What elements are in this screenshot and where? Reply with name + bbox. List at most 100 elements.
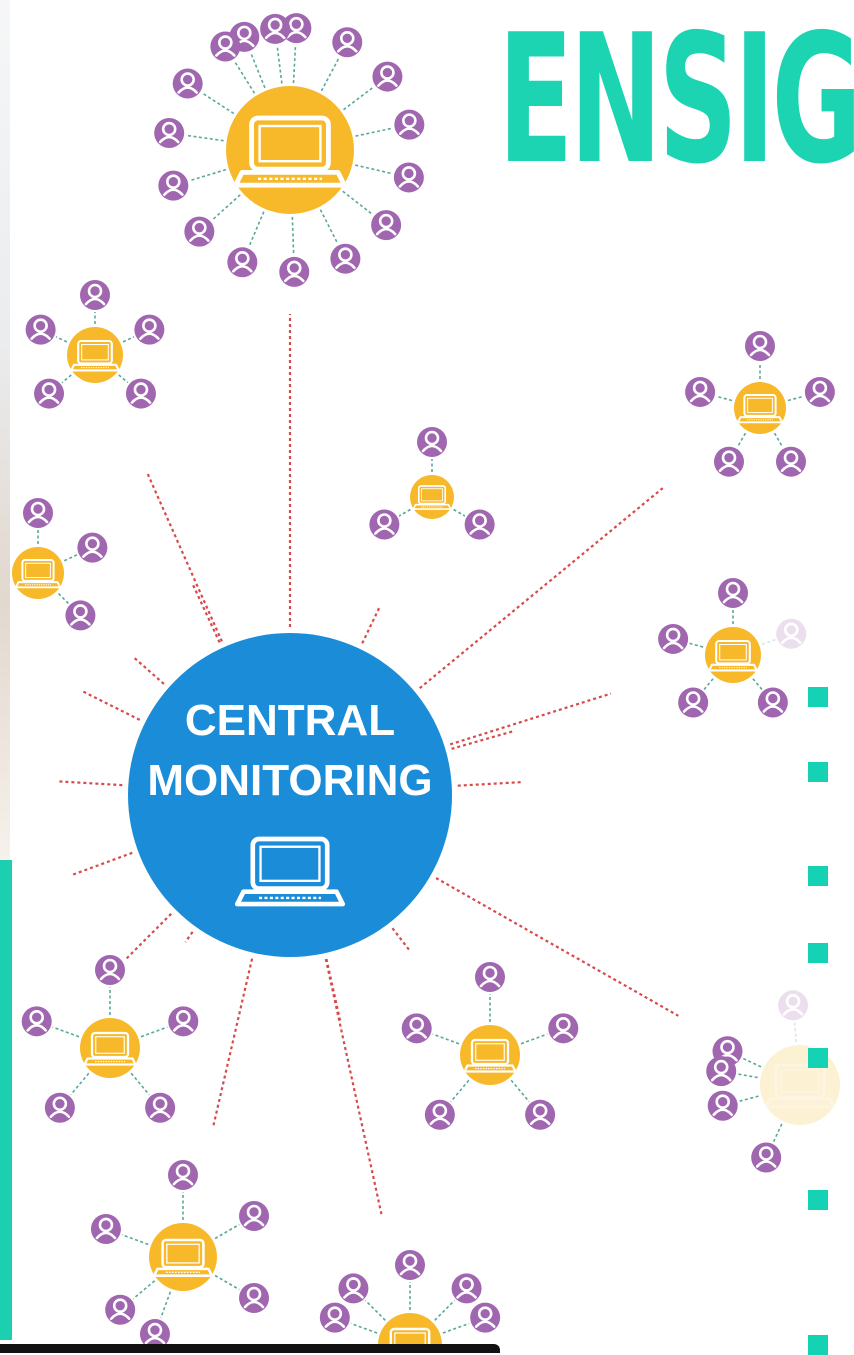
spoke-line [773, 432, 784, 448]
user-icon [774, 617, 808, 651]
link-line [212, 958, 254, 1127]
user-icon [393, 108, 426, 141]
user-icon [209, 30, 242, 63]
user-icon [776, 989, 810, 1022]
link-line [58, 780, 123, 787]
spoke-line [434, 1299, 456, 1321]
user-icon [368, 508, 401, 541]
user-icon [450, 1272, 483, 1305]
user-icon [400, 1012, 434, 1045]
spoke-line [276, 45, 283, 84]
user-icon [774, 445, 808, 478]
spoke-line [355, 164, 393, 175]
spoke-line [63, 554, 78, 562]
user-icon [523, 1098, 557, 1132]
spoke-line [132, 1280, 156, 1300]
spoke-line [742, 1057, 762, 1068]
user-icon [676, 686, 710, 719]
node-clusters [12, 11, 840, 1353]
user-icon [166, 1005, 200, 1038]
user-icon [103, 1293, 137, 1327]
user-icon [89, 1212, 123, 1246]
monitoring-links [58, 314, 679, 1217]
spoke-line [716, 395, 733, 402]
user-icon [21, 496, 55, 530]
user-icon [318, 1301, 352, 1334]
computer-node [12, 547, 64, 599]
user-icon [392, 161, 426, 194]
user-icon [415, 425, 449, 459]
spoke-line [689, 642, 704, 648]
spoke-line [738, 1095, 759, 1103]
computer-node [149, 1223, 217, 1291]
link-line [449, 692, 612, 746]
user-icon [704, 1054, 738, 1088]
spoke-line [249, 52, 266, 89]
spoke-line [432, 1033, 460, 1045]
spoke-line [130, 1072, 150, 1096]
spoke-line [350, 1322, 378, 1334]
cluster [318, 1248, 502, 1353]
user-icon [226, 246, 259, 279]
spoke-line [160, 1291, 172, 1319]
computer-node [705, 627, 761, 683]
user-icon [337, 1272, 370, 1305]
spoke-line [450, 1079, 470, 1103]
link-line [451, 730, 514, 750]
bottom-dark-bar [0, 1344, 500, 1353]
user-icon [423, 1098, 457, 1132]
cluster [683, 329, 837, 478]
computer-node [226, 86, 354, 214]
spoke-line [122, 336, 135, 343]
spoke-line [520, 1033, 548, 1045]
spoke-line [787, 395, 804, 402]
left-background-edge [0, 0, 10, 860]
user-icon [743, 329, 777, 363]
spoke-line [211, 194, 241, 221]
spoke-line [52, 1026, 80, 1038]
user-icon [473, 960, 507, 994]
spoke-line [793, 1022, 798, 1043]
spoke-line [736, 432, 747, 448]
cluster [24, 278, 166, 410]
link-line [125, 913, 172, 960]
user-icon [393, 1248, 427, 1282]
user-icon [749, 1141, 783, 1174]
spoke-line [214, 1223, 240, 1240]
spoke-line [772, 1123, 783, 1143]
cluster [368, 425, 496, 541]
user-icon [329, 242, 362, 276]
link-line [418, 487, 664, 690]
spoke-line [319, 209, 339, 244]
link-line [82, 690, 141, 721]
spoke-line [140, 1026, 168, 1038]
cluster [400, 960, 580, 1132]
cluster [656, 576, 808, 719]
central-monitoring-hub: CENTRAL MONITORING [128, 633, 452, 957]
user-icon [78, 278, 112, 312]
spoke-line [61, 374, 72, 384]
spoke-line [118, 374, 129, 384]
user-icon [237, 1281, 271, 1315]
hub-circle [128, 633, 452, 957]
hub-label-line1: CENTRAL [185, 696, 395, 745]
user-icon [716, 576, 750, 610]
user-icon [143, 1091, 177, 1125]
link-line [435, 877, 679, 1017]
link-line [131, 655, 165, 685]
link-line [324, 958, 383, 1217]
hub-label-line2: MONITORING [147, 756, 432, 805]
spoke-line [355, 127, 393, 137]
spoke-line [233, 60, 256, 94]
computer-node [67, 327, 123, 383]
spoke-line [57, 592, 69, 604]
user-icon [277, 255, 311, 289]
computer-node [734, 382, 786, 434]
left-accent-strip [0, 860, 12, 1340]
spoke-line [442, 1322, 470, 1334]
user-icon [756, 686, 790, 719]
spoke-line [398, 508, 411, 517]
spoke-line [70, 1072, 90, 1096]
user-icon [369, 208, 403, 242]
